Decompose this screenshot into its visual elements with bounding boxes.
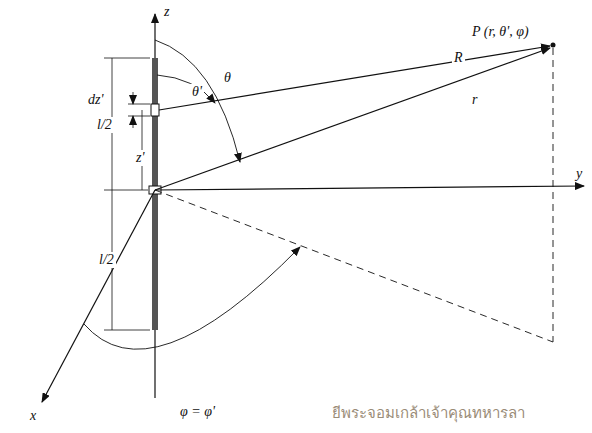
projection-line <box>553 48 554 342</box>
vector-label: r <box>470 92 479 108</box>
point-label: P (r, θ', φ) <box>470 24 531 40</box>
observation-point <box>551 43 556 48</box>
dipole-upper-arm <box>152 58 158 186</box>
dipole-lower-arm <box>152 194 158 330</box>
axis-label: x <box>28 408 38 424</box>
extension-line <box>104 58 150 59</box>
vector-label: R <box>452 50 465 66</box>
watermark: ยีพระจอมเกล้าเจ้าคุณทหารลา <box>330 405 527 422</box>
extension-line <box>104 190 148 191</box>
dimension-label: z' <box>134 150 146 166</box>
theta-arc <box>155 40 240 162</box>
axis-label: z <box>162 4 171 20</box>
dimension-arrow <box>133 92 134 104</box>
axis-label: y <box>574 166 584 182</box>
extension-line <box>128 116 150 117</box>
theta-prime-arc <box>157 75 215 103</box>
projection-line <box>155 190 553 342</box>
r-vector <box>155 48 550 190</box>
angle-label: θ <box>222 70 233 86</box>
angle-label: φ = φ' <box>178 404 217 420</box>
current-element <box>151 104 159 116</box>
phi-arc <box>84 247 300 349</box>
extension-line <box>104 330 150 331</box>
x-axis <box>42 190 155 402</box>
dimension-label: dz' <box>86 92 105 108</box>
dimension-label: l/2 <box>97 252 116 268</box>
y-axis <box>155 186 584 190</box>
dimension-label: l/2 <box>95 117 114 133</box>
extension-line <box>128 104 150 105</box>
angle-label: θ' <box>190 84 204 100</box>
dimension-arrow <box>133 116 134 128</box>
